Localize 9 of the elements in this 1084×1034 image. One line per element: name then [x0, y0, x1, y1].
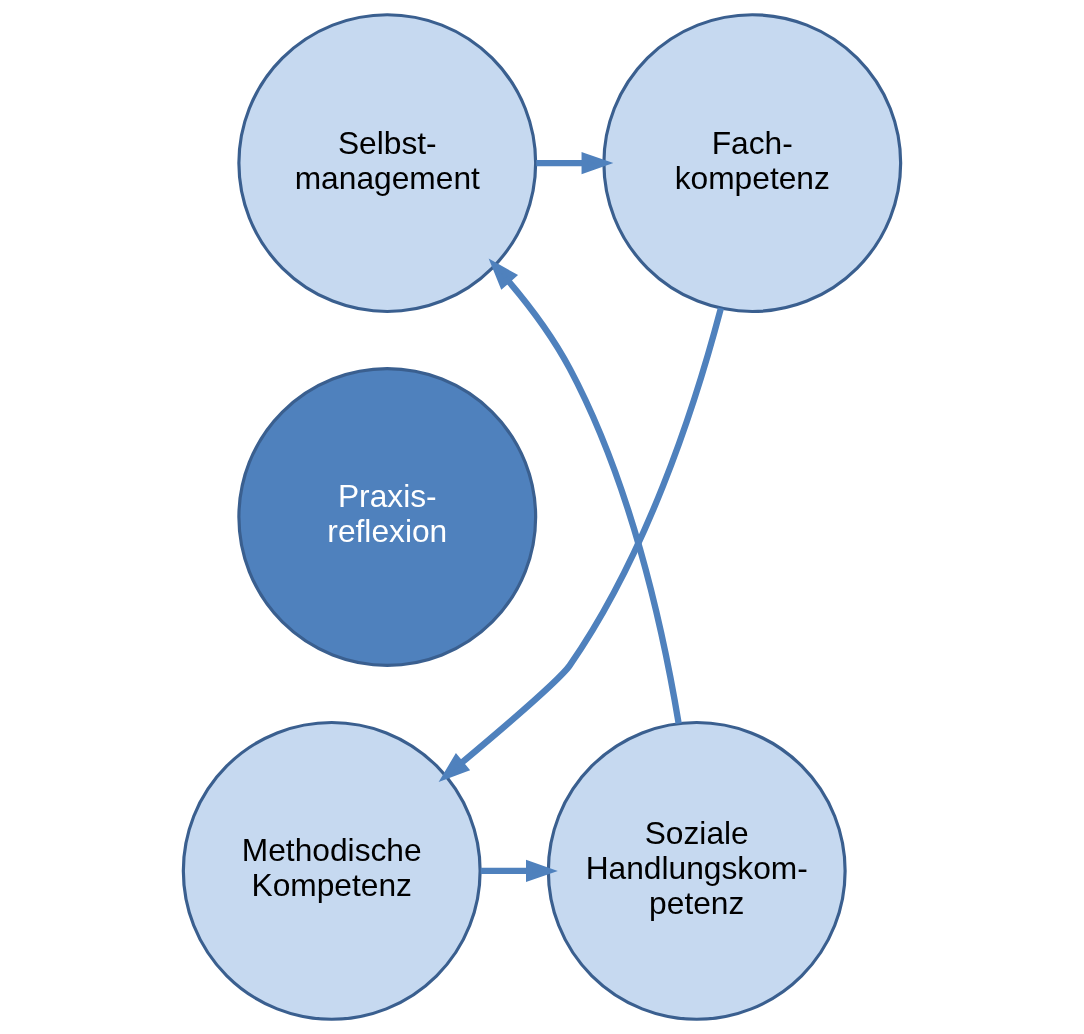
node-circle: Praxis- reflexion	[237, 367, 538, 667]
node-circle: Selbst- management	[237, 13, 538, 314]
arrow	[536, 151, 614, 175]
node-circle: Fach- kompetenz	[602, 13, 903, 314]
arrow	[438, 307, 724, 782]
arrow	[480, 859, 558, 883]
node-circle: Methodische Kompetenz	[181, 720, 482, 1021]
arrow	[488, 258, 682, 724]
node-circle: Soziale Handlungskom- petenz	[546, 720, 847, 1021]
